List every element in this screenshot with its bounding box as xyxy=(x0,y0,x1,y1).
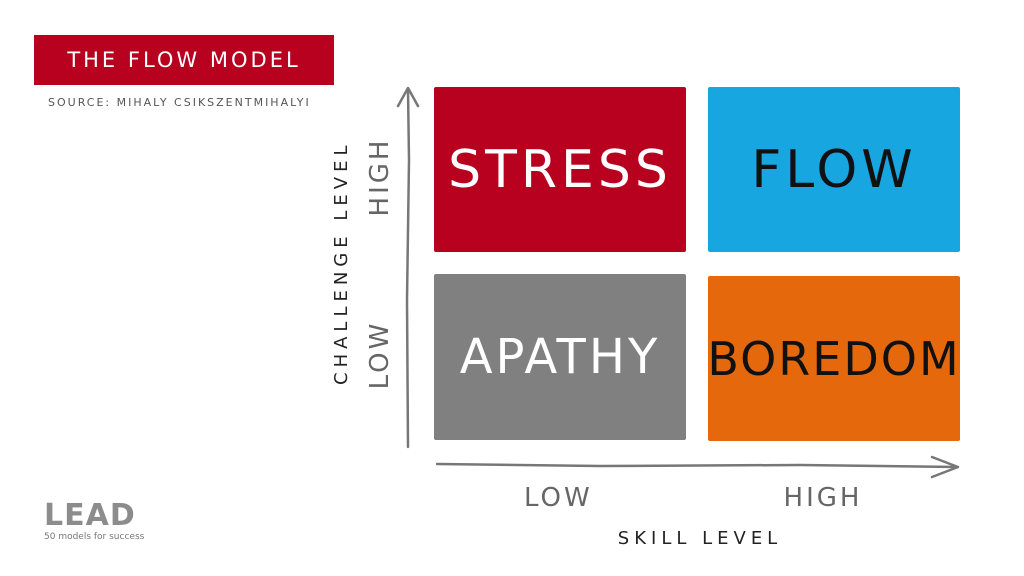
quadrant-flow-label: FLOW xyxy=(751,139,917,200)
brand-tagline: 50 models for success xyxy=(44,532,145,542)
quadrant-flow: FLOW xyxy=(708,87,960,252)
quadrant-apathy-label: APATHY xyxy=(459,329,661,385)
page-title: THE FLOW MODEL xyxy=(34,35,334,85)
y-axis-label: CHALLENGE LEVEL xyxy=(331,140,352,385)
quadrant-stress-label: STRESS xyxy=(448,139,672,200)
brand-logo: LEAD 50 models for success xyxy=(44,500,144,543)
quadrant-boredom-label: BOREDOM xyxy=(707,331,961,386)
x-axis-line xyxy=(435,462,959,469)
y-axis-arrowhead xyxy=(396,86,420,108)
x-axis-arrowhead xyxy=(930,455,960,479)
x-axis-label: SKILL LEVEL xyxy=(617,528,783,549)
y-axis-low-label: LOW xyxy=(365,320,395,390)
brand-name: LEAD xyxy=(44,498,136,533)
y-axis-line xyxy=(405,88,411,449)
x-axis-low-label: LOW xyxy=(524,483,593,513)
quadrant-boredom: BOREDOM xyxy=(707,276,961,441)
x-axis-high-label: HIGH xyxy=(783,483,863,513)
y-axis-high-label: HIGH xyxy=(365,137,395,217)
quadrant-stress: STRESS xyxy=(434,87,686,252)
source-credit: SOURCE: MIHALY CSIKSZENTMIHALYI xyxy=(48,96,311,109)
quadrant-apathy: APATHY xyxy=(434,274,686,440)
